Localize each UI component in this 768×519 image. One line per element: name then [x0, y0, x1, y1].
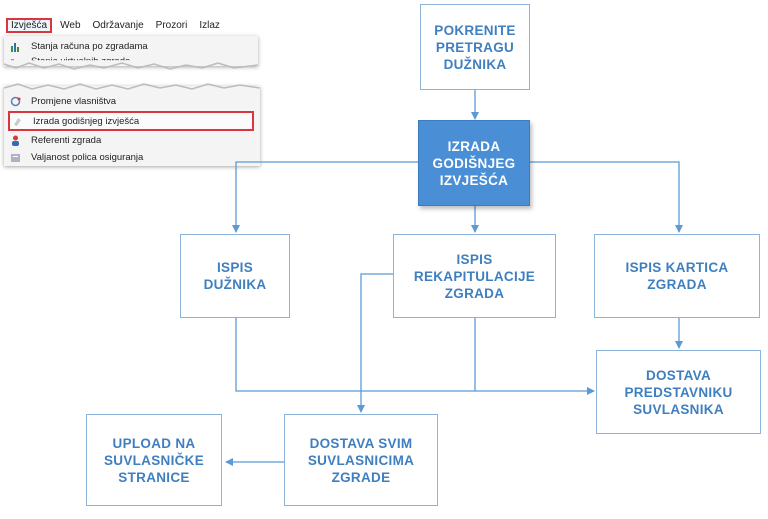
menu-izvjesca[interactable]: Izvješća: [6, 17, 53, 33]
menu-item-valjanost-polica[interactable]: Valjanost polica osiguranja: [10, 149, 143, 165]
box-izrada-godisnjeg: IZRADA GODIŠNJEG IZVJEŠĆA: [418, 120, 530, 206]
box-label: UPLOAD NA SUVLASNIČKE STRANICE: [103, 435, 205, 485]
box-ispis-duznika: ISPIS DUŽNIKA: [180, 234, 290, 318]
arrow-rekap-dostava-svim: [357, 273, 393, 413]
menu-item-label: Stanja virtualnih zgrade: [31, 55, 131, 67]
box-dostava-svim: DOSTAVA SVIM SUVLASNICIMA ZGRADE: [284, 414, 438, 506]
menu-item-label: Valjanost polica osiguranja: [31, 151, 144, 163]
policy-icon: [10, 152, 21, 163]
refresh-icon: [10, 96, 21, 107]
arrow-duznika-dostava: [235, 318, 595, 395]
box-label: DOSTAVA SVIM SUVLASNICIMA ZGRADE: [307, 435, 415, 485]
torn-edge: [4, 62, 258, 70]
users-icon: [10, 135, 21, 146]
menu-bar: Izvješća Web Održavanje Prozori Izlaz: [6, 16, 226, 34]
box-pokrenite-pretragu: POKRENITE PRETRAGU DUŽNIKA: [420, 4, 530, 90]
menu-item-label: Izrada godišnjeg izvješća: [33, 115, 140, 127]
menu-item-label: Referenti zgrada: [31, 134, 102, 146]
dropdown-top-section: Stanja računa po zgradama Stanja virtual…: [4, 36, 258, 70]
menu-prozori[interactable]: Prozori: [155, 19, 188, 31]
torn-edge: [4, 83, 260, 90]
dropdown-bottom-section: Promjene vlasništva Izrada godišnjeg izv…: [4, 83, 260, 166]
box-ispis-rekapitulacije: ISPIS REKAPITULACIJE ZGRADA: [393, 234, 556, 318]
menu-odrzavanje[interactable]: Održavanje: [92, 19, 144, 31]
chart-icon: [10, 41, 21, 52]
box-label: ISPIS DUŽNIKA: [203, 260, 267, 292]
box-label: POKRENITE PRETRAGU DUŽNIKA: [434, 22, 516, 72]
chart-icon: [10, 56, 21, 61]
document-icon: [12, 116, 23, 127]
box-label: DOSTAVA PREDSTAVNIKU SUVLASNIKA: [624, 367, 733, 417]
box-upload: UPLOAD NA SUVLASNIČKE STRANICE: [86, 414, 222, 506]
menu-web[interactable]: Web: [60, 19, 81, 31]
box-label: ISPIS REKAPITULACIJE ZGRADA: [413, 251, 536, 301]
menu-item-label: Stanja računa po zgradama: [31, 40, 148, 52]
arrow-main-ispis-duznika: [232, 161, 418, 233]
box-label: IZRADA GODIŠNJEG IZVJEŠĆA: [432, 138, 516, 188]
arrow-main-ispis-kartica: [530, 161, 683, 233]
menu-izlaz[interactable]: Izlaz: [199, 19, 220, 31]
menu-item-stanja-racuna[interactable]: Stanja računa po zgradama: [10, 38, 148, 54]
box-ispis-kartica: ISPIS KARTICA ZGRADA: [594, 234, 760, 318]
menu-item-referenti[interactable]: Referenti zgrada: [10, 132, 101, 148]
menu-item-stanja-virtualnih[interactable]: Stanja virtualnih zgrade: [10, 53, 131, 67]
menu-item-promjene-vlasnistva[interactable]: Promjene vlasništva: [10, 93, 116, 109]
menu-item-izrada-godisnjeg[interactable]: Izrada godišnjeg izvješća: [8, 111, 254, 131]
box-label: ISPIS KARTICA ZGRADA: [625, 260, 729, 292]
menu-item-label: Promjene vlasništva: [31, 95, 117, 107]
menu-screenshot: Izvješća Web Održavanje Prozori Izlaz St…: [0, 8, 262, 166]
box-dostava-predstavniku: DOSTAVA PREDSTAVNIKU SUVLASNIKA: [596, 350, 761, 434]
